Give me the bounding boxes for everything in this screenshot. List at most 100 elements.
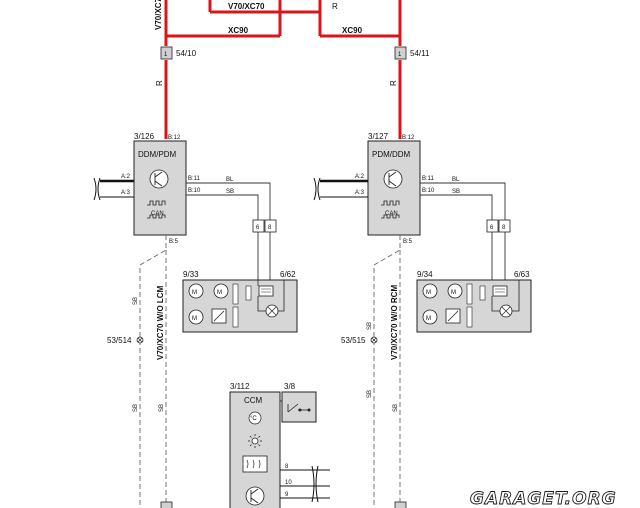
wire-label-sb-left: SB xyxy=(226,189,234,195)
wire-label-v70-vertical: V70/XC70 xyxy=(154,0,163,30)
module-pdm-ddm: 3/127 B:12 PDM/DDM CAN B:11 B:10 B:5 A:2… xyxy=(355,132,435,245)
ground-splice-right: 53/515 xyxy=(341,336,378,345)
power-wires xyxy=(164,0,402,139)
module-id: 3/127 xyxy=(368,132,389,141)
can-pulse-icon xyxy=(147,200,166,206)
svg-text:M: M xyxy=(451,290,456,296)
svg-text:6: 6 xyxy=(490,225,494,231)
svg-text:M: M xyxy=(217,290,222,296)
svg-text:A:3: A:3 xyxy=(355,190,365,196)
dashed-wires xyxy=(139,235,401,505)
module-name: PDM/DDM xyxy=(372,150,411,159)
wire-label-bl-right: BL xyxy=(452,177,460,183)
svg-text:B:10: B:10 xyxy=(422,188,435,194)
module-name: CCM xyxy=(244,396,263,405)
variant-label-wo-lcm: V70/XC70 W/O LCM xyxy=(156,285,165,360)
module-name: DDM/PDM xyxy=(138,150,177,159)
switch-3-8: 3/8 xyxy=(281,382,317,423)
svg-text:6: 6 xyxy=(256,225,260,231)
sun-sensor-icon xyxy=(248,434,262,448)
wire-label-r: R xyxy=(332,2,338,11)
svg-text:8: 8 xyxy=(268,225,272,231)
svg-text:SB: SB xyxy=(159,404,165,412)
svg-text:B:5: B:5 xyxy=(403,239,413,245)
can-pulse-icon xyxy=(381,200,400,206)
mirror-id: 9/33 xyxy=(183,270,199,279)
wire-label-r-right: R xyxy=(389,80,398,86)
svg-text:SB: SB xyxy=(367,322,373,330)
wire-label-xc90-left: XC90 xyxy=(228,26,249,35)
motor-f-icon xyxy=(213,283,229,299)
signal-wires xyxy=(186,182,506,280)
pin-connector-right: 6 8 xyxy=(486,219,511,233)
motor-f-icon xyxy=(447,283,463,299)
motor-y-icon xyxy=(422,283,438,299)
svg-text:SB: SB xyxy=(133,404,139,412)
svg-text:B:11: B:11 xyxy=(422,176,435,182)
svg-text:B:11: B:11 xyxy=(188,176,201,182)
ccm-output-wires xyxy=(280,465,330,503)
svg-text:CAN: CAN xyxy=(385,211,398,217)
mirror-unit-right: 9/34 6/63 M M M xyxy=(416,270,532,333)
svg-text:SB: SB xyxy=(133,297,139,305)
svg-text:1: 1 xyxy=(398,52,402,58)
svg-text:9: 9 xyxy=(285,492,289,498)
svg-text:8: 8 xyxy=(502,225,506,231)
svg-text:SB: SB xyxy=(393,404,399,412)
transistor-icon xyxy=(383,169,403,189)
wire-label-bl-left: BL xyxy=(226,177,234,183)
variant-label-wo-rcm: V70/XC70 W/O RCM xyxy=(390,285,399,360)
svg-text:8: 8 xyxy=(285,464,289,470)
lamp-id: 6/63 xyxy=(514,270,530,279)
heater-icon xyxy=(258,285,274,297)
svg-text:CAN: CAN xyxy=(151,211,164,217)
temperature-sensor-icon xyxy=(248,411,262,425)
svg-text:A:2: A:2 xyxy=(121,174,131,180)
connector-label: 54/11 xyxy=(410,49,430,58)
motor-y-icon xyxy=(188,283,204,299)
svg-text:M: M xyxy=(192,290,197,296)
transistor-icon xyxy=(149,169,169,189)
module-ccm: 3/112 CCM °C xyxy=(229,382,281,508)
module-ddm-pdm: 3/126 B:12 DDM/PDM CAN B:11 B:10 B:5 A:2… xyxy=(121,132,201,245)
watermark-logo: GARAGET.ORG xyxy=(470,489,617,508)
connector-54-10: 1 54/10 xyxy=(160,46,197,60)
svg-text:SB: SB xyxy=(367,390,373,398)
svg-text:B:10: B:10 xyxy=(188,188,201,194)
module-id: 3/126 xyxy=(134,132,155,141)
svg-text:°C: °C xyxy=(250,416,257,422)
svg-text:M: M xyxy=(426,290,431,296)
wire-label-v70: V70/XC70 xyxy=(228,2,265,11)
connector-bottom-left xyxy=(160,501,173,508)
connector-bottom-right xyxy=(394,501,407,508)
svg-text:A:2: A:2 xyxy=(355,174,365,180)
svg-text:53/514: 53/514 xyxy=(107,336,132,345)
svg-text:B:12: B:12 xyxy=(402,135,415,141)
wire-label-r-left: R xyxy=(155,80,164,86)
wire-label-sb-right: SB xyxy=(452,189,460,195)
pin-connector-left: 6 8 xyxy=(252,219,277,233)
heater-icon xyxy=(492,285,508,297)
mirror-id: 9/34 xyxy=(417,270,433,279)
svg-text:1: 1 xyxy=(164,52,168,58)
motor-x-icon xyxy=(422,309,438,325)
transistor-icon xyxy=(245,486,265,506)
svg-text:B:5: B:5 xyxy=(169,239,179,245)
switch-id: 3/8 xyxy=(284,382,296,391)
ground-splice-left: 53/514 xyxy=(107,336,144,345)
svg-text:M: M xyxy=(192,316,197,322)
svg-text:10: 10 xyxy=(285,480,292,486)
heated-window-icon xyxy=(242,455,268,473)
motor-x-icon xyxy=(188,309,204,325)
module-id: 3/112 xyxy=(230,382,250,391)
svg-text:53/515: 53/515 xyxy=(341,336,366,345)
connector-54-11: 1 54/11 xyxy=(394,46,430,60)
svg-text:A:3: A:3 xyxy=(121,190,131,196)
wire-label-xc90-right: XC90 xyxy=(342,26,363,35)
mirror-unit-left: 9/33 6/62 M M M xyxy=(182,270,298,333)
svg-text:B:12: B:12 xyxy=(168,135,181,141)
svg-text:M: M xyxy=(426,316,431,322)
lamp-id: 6/62 xyxy=(280,270,296,279)
